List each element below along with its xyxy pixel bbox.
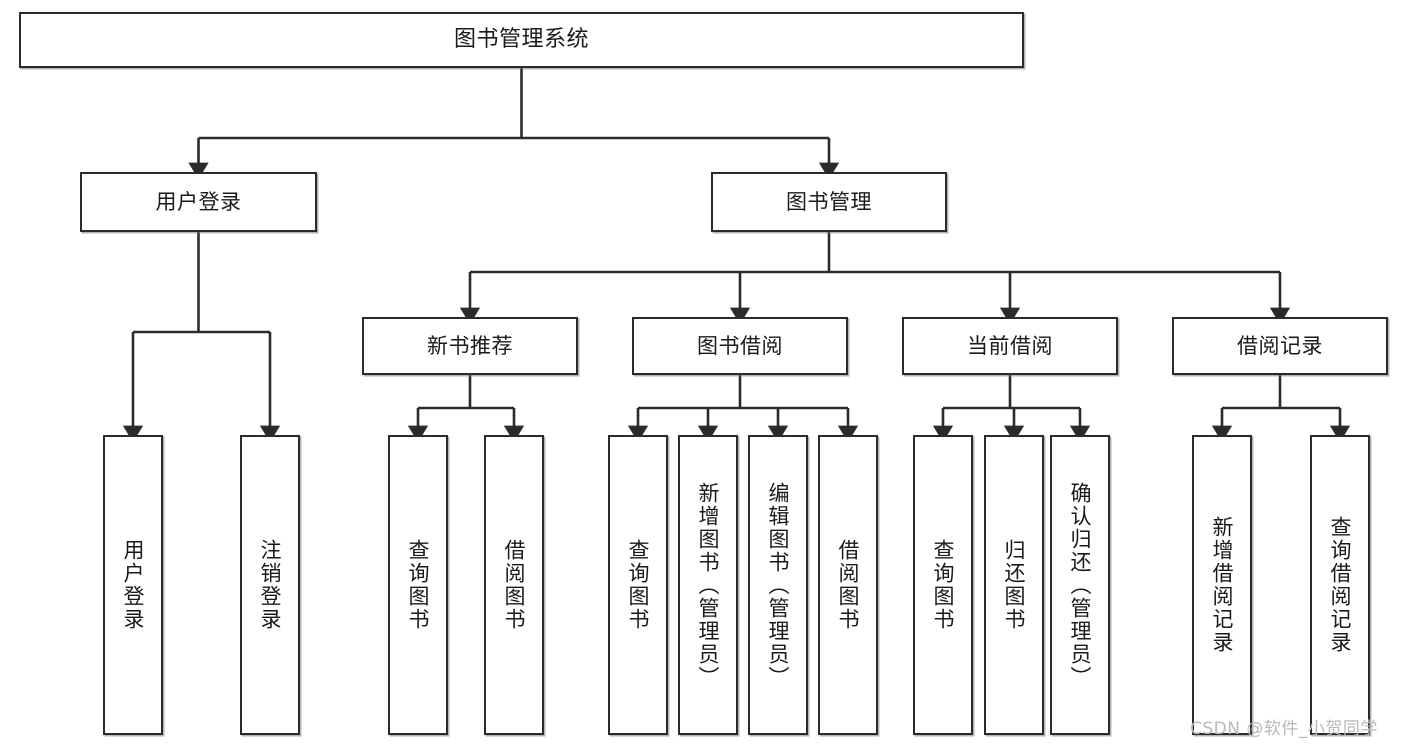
node-label-leaf-confirm-return-admin: 确认归还（管理员） <box>1068 481 1093 689</box>
node-label-borrow-record: 借阅记录 <box>1237 333 1323 358</box>
node-label-leaf-borrow-book: 借阅图书 <box>836 539 861 631</box>
node-leaf-add-book-admin[interactable]: 新增图书（管理员） <box>678 435 738 735</box>
node-label-leaf-borrow-book-recommend: 借阅图书 <box>502 539 527 631</box>
node-leaf-query-borrow-record[interactable]: 查询借阅记录 <box>1310 435 1370 735</box>
node-current-borrow[interactable]: 当前借阅 <box>902 317 1118 375</box>
node-leaf-user-login[interactable]: 用户登录 <box>103 435 163 735</box>
node-label-leaf-query-book-borrow: 查询图书 <box>626 539 651 631</box>
node-label-leaf-add-book-admin: 新增图书（管理员） <box>696 481 721 689</box>
node-leaf-add-borrow-record[interactable]: 新增借阅记录 <box>1192 435 1252 735</box>
node-label-new-book-recommend: 新书推荐 <box>427 333 513 358</box>
node-root[interactable]: 图书管理系统 <box>19 12 1024 68</box>
node-label-book-borrow: 图书借阅 <box>697 333 783 358</box>
node-leaf-return-book[interactable]: 归还图书 <box>984 435 1044 735</box>
node-leaf-edit-book-admin[interactable]: 编辑图书（管理员） <box>748 435 808 735</box>
node-label-leaf-user-logout: 注销登录 <box>258 539 283 631</box>
node-label-book-management: 图书管理 <box>786 189 872 214</box>
node-leaf-query-book-borrow[interactable]: 查询图书 <box>608 435 668 735</box>
node-borrow-record[interactable]: 借阅记录 <box>1172 317 1388 375</box>
node-label-leaf-add-borrow-record: 新增借阅记录 <box>1210 516 1235 654</box>
node-label-leaf-query-borrow-record: 查询借阅记录 <box>1328 516 1353 654</box>
node-label-leaf-return-book: 归还图书 <box>1002 539 1027 631</box>
node-leaf-borrow-book[interactable]: 借阅图书 <box>818 435 878 735</box>
node-label-root: 图书管理系统 <box>453 27 589 53</box>
node-label-current-borrow: 当前借阅 <box>967 333 1053 358</box>
node-leaf-confirm-return-admin[interactable]: 确认归还（管理员） <box>1050 435 1110 735</box>
node-label-leaf-query-book-recommend: 查询图书 <box>406 539 431 631</box>
node-label-leaf-user-login: 用户登录 <box>121 539 146 631</box>
node-label-leaf-edit-book-admin: 编辑图书（管理员） <box>766 481 791 689</box>
node-leaf-query-book-current[interactable]: 查询图书 <box>913 435 973 735</box>
node-leaf-borrow-book-recommend[interactable]: 借阅图书 <box>484 435 544 735</box>
csdn-watermark: CSDN @软件_小贺同学 <box>1190 719 1378 739</box>
node-new-book-recommend[interactable]: 新书推荐 <box>362 317 578 375</box>
node-label-leaf-query-book-current: 查询图书 <box>931 539 956 631</box>
node-book-borrow[interactable]: 图书借阅 <box>632 317 848 375</box>
node-leaf-user-logout[interactable]: 注销登录 <box>240 435 300 735</box>
node-label-user-login: 用户登录 <box>155 189 242 214</box>
node-book-management[interactable]: 图书管理 <box>711 172 947 232</box>
node-user-login[interactable]: 用户登录 <box>80 172 317 232</box>
node-leaf-query-book-recommend[interactable]: 查询图书 <box>388 435 448 735</box>
